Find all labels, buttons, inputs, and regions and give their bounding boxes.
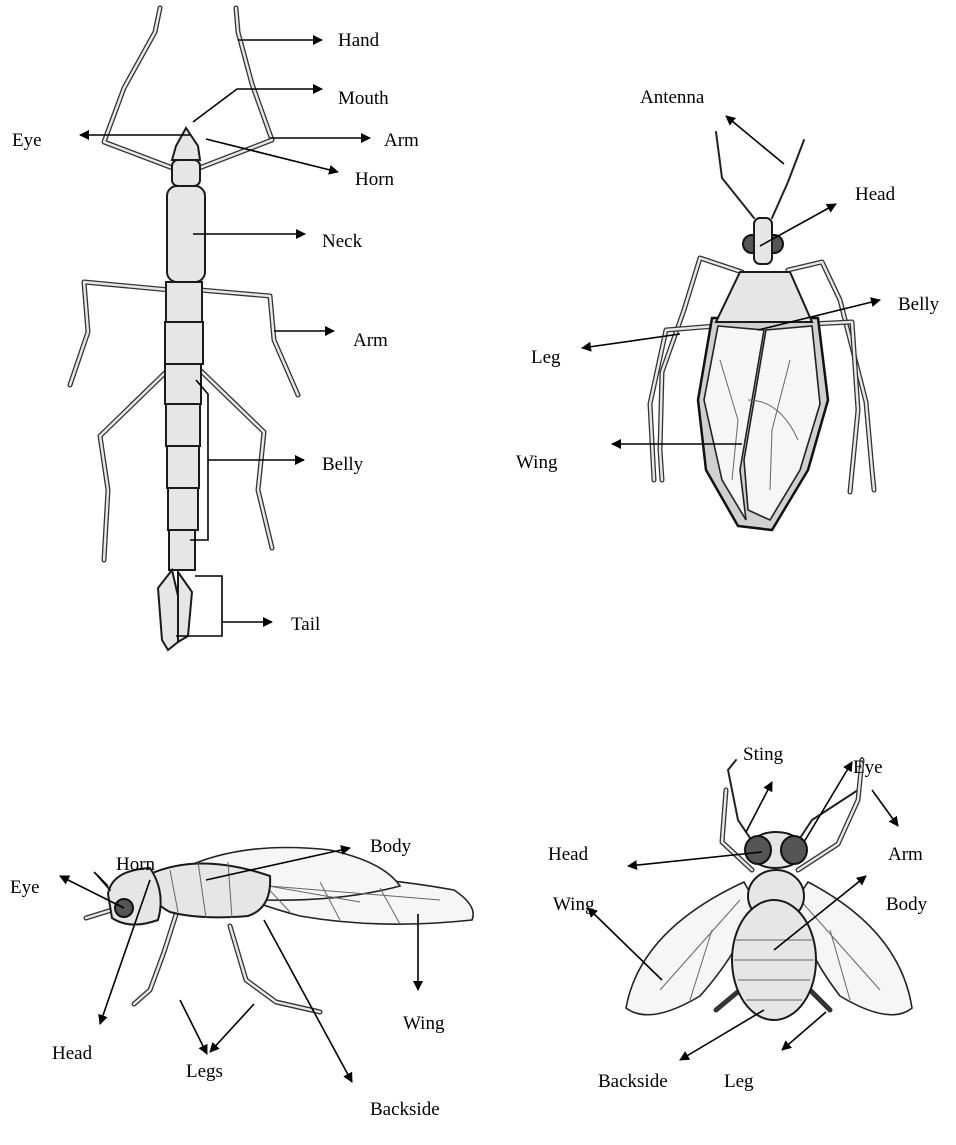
stick-insect-illustration — [70, 8, 298, 650]
stick-insect-pointers — [80, 40, 370, 636]
label-bee-eye: Eye — [853, 757, 883, 778]
assassin-bug-illustration — [650, 132, 874, 530]
label-cicada-body: Body — [370, 836, 412, 857]
label-arm-upper: Arm — [384, 130, 419, 151]
label-antenna: Antenna — [640, 87, 705, 108]
label-bee-arm: Arm — [888, 844, 923, 865]
label-bee-leg: Leg — [724, 1071, 754, 1092]
bee-illustration — [626, 758, 912, 1020]
label-bee-head: Head — [548, 844, 589, 865]
label-cicada-legs: Legs — [186, 1061, 223, 1082]
label-hand: Hand — [338, 30, 380, 51]
label-bee-body: Body — [886, 894, 928, 915]
label-bug-leg: Leg — [531, 347, 561, 368]
label-horn: Horn — [355, 169, 395, 190]
label-bee-sting: Sting — [743, 744, 784, 765]
label-bee-wing: Wing — [553, 894, 595, 915]
label-tail: Tail — [291, 614, 320, 635]
label-belly: Belly — [322, 454, 364, 475]
label-eye: Eye — [12, 130, 42, 151]
label-cicada-horn: Horn — [116, 854, 156, 875]
label-bug-belly: Belly — [898, 294, 940, 315]
label-cicada-eye: Eye — [10, 877, 40, 898]
label-cicada-head: Head — [52, 1043, 93, 1064]
label-bee-backside: Backside — [598, 1071, 668, 1092]
label-cicada-wing: Wing — [403, 1013, 445, 1034]
label-neck: Neck — [322, 231, 363, 252]
label-bug-head: Head — [855, 184, 896, 205]
label-mouth: Mouth — [338, 88, 389, 109]
label-bug-wing: Wing — [516, 452, 558, 473]
label-cicada-backside: Backside — [370, 1099, 440, 1120]
label-arm-middle: Arm — [353, 330, 388, 351]
